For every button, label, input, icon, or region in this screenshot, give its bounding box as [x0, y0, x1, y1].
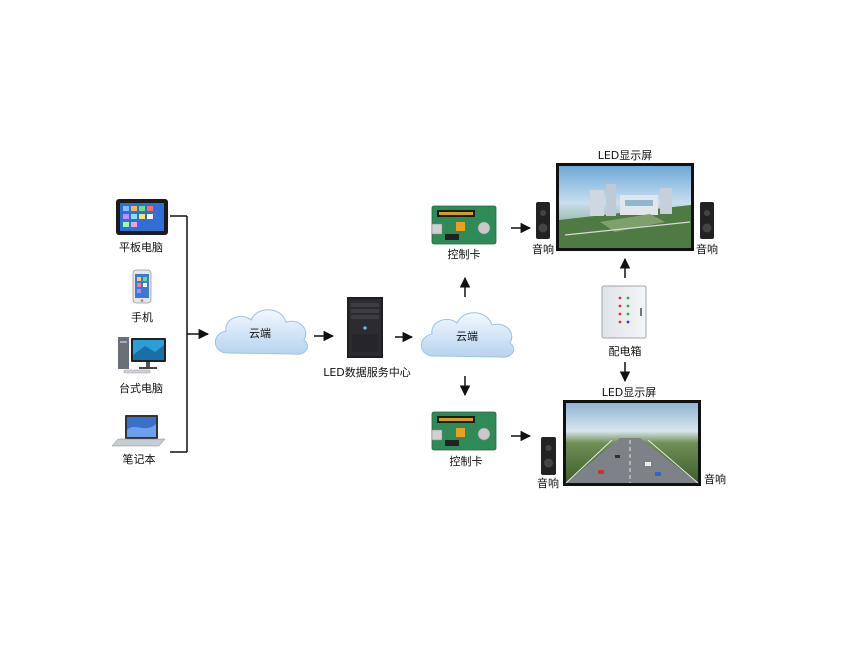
speaker-top-right-icon: [700, 202, 714, 239]
led-screen-top: [556, 163, 694, 251]
device-connector: [170, 215, 188, 453]
screen-top-title: LED显示屏: [597, 149, 653, 162]
controller-card-bottom-icon: [431, 411, 497, 451]
server-tower-icon: [347, 297, 383, 358]
desktop-computer-icon: [118, 337, 166, 374]
cloud-right-label: 云端: [456, 330, 478, 343]
desktop-label: 台式电脑: [119, 382, 163, 395]
speaker-bottom-left-label: 音响: [537, 477, 559, 490]
server-label: LED数据服务中心: [323, 366, 411, 379]
led-screen-bottom: [563, 400, 701, 486]
controller-top-label: 控制卡: [447, 248, 481, 261]
controller-bottom-label: 控制卡: [449, 455, 483, 468]
power-distribution-box-icon: [601, 285, 647, 339]
phone-label: 手机: [131, 311, 153, 324]
cloud-left-label: 云端: [249, 327, 271, 340]
cloud-left-icon: [214, 309, 309, 355]
tablet-label: 平板电脑: [119, 241, 163, 254]
speaker-bottom-left-icon: [541, 437, 556, 475]
power-box-label: 配电箱: [608, 345, 642, 358]
screen-bottom-title: LED显示屏: [601, 386, 657, 399]
phone-icon: [132, 269, 152, 304]
laptop-label: 笔记本: [122, 453, 156, 466]
speaker-top-left-icon: [536, 202, 550, 239]
cloud-right-icon: [420, 312, 515, 358]
tablet-icon: [116, 199, 168, 235]
controller-card-top-icon: [431, 205, 497, 245]
speaker-bottom-right-label: 音响: [704, 473, 726, 486]
laptop-icon: [111, 415, 166, 447]
speaker-top-left-label: 音响: [532, 243, 554, 256]
speaker-top-right-label: 音响: [696, 243, 718, 256]
